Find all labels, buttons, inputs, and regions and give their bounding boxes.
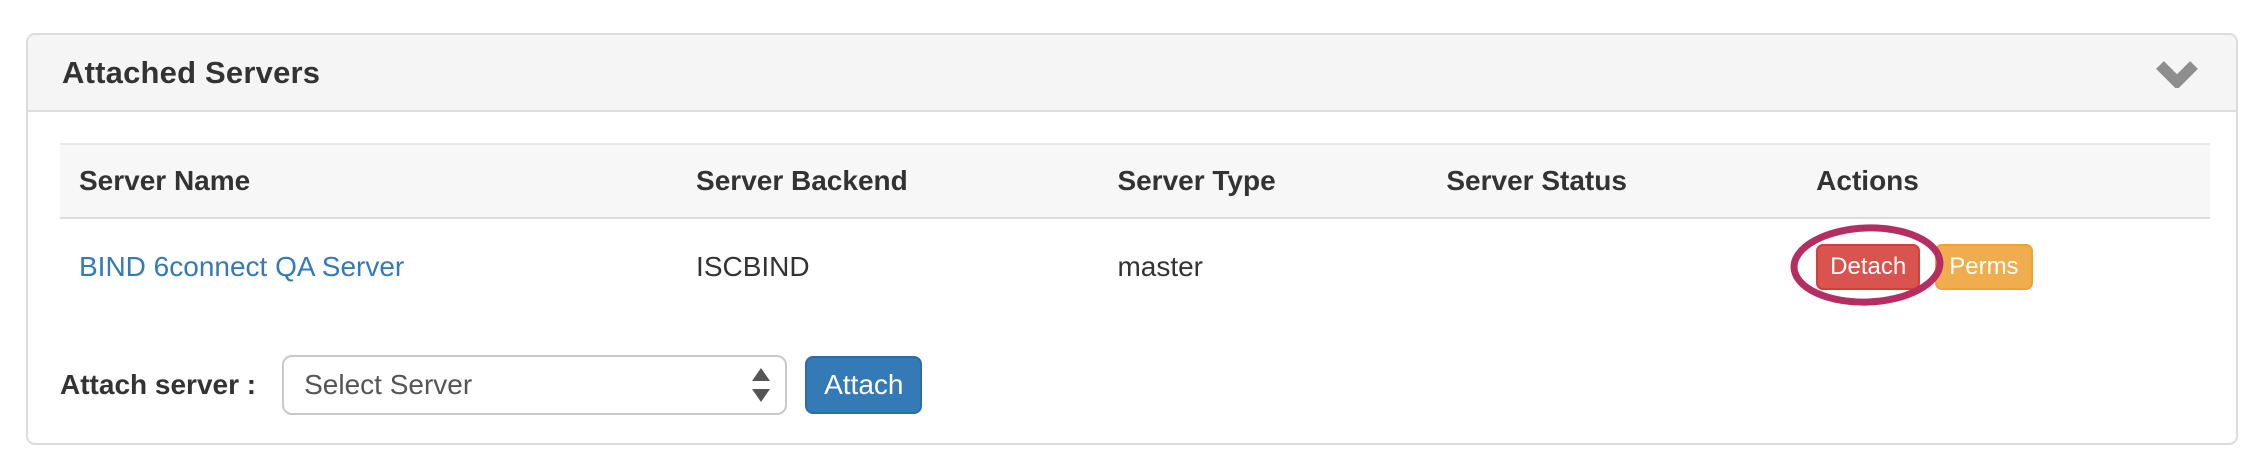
- table-row: BIND 6connect QA Server ISCBIND master D…: [60, 218, 2210, 315]
- server-select-value: Select Server: [304, 369, 473, 400]
- server-select[interactable]: Select Server: [282, 355, 788, 415]
- panel-body: Server Name Server Backend Server Type S…: [28, 112, 2236, 415]
- attached-servers-panel: Attached Servers Server Name Server Back…: [26, 33, 2238, 445]
- chevron-down-icon[interactable]: [2154, 58, 2200, 88]
- column-header-server-name: Server Name: [60, 143, 678, 219]
- perms-button[interactable]: Perms: [1935, 244, 2033, 290]
- server-name-link[interactable]: BIND 6connect QA Server: [79, 251, 405, 282]
- panel-title: Attached Servers: [62, 54, 321, 90]
- attach-server-label: Attach server :: [60, 369, 257, 400]
- column-header-server-status: Server Status: [1427, 143, 1798, 219]
- column-header-server-backend: Server Backend: [677, 143, 1099, 219]
- panel-heading: Attached Servers: [28, 35, 2236, 112]
- attach-server-row: Attach server : Select Server Attach: [60, 355, 2210, 415]
- cell-server-name: BIND 6connect QA Server: [60, 218, 677, 315]
- detach-button[interactable]: Detach: [1816, 244, 1921, 290]
- column-header-actions: Actions: [1797, 143, 2210, 219]
- cell-server-backend: ISCBIND: [696, 251, 810, 282]
- table-header-row: Server Name Server Backend Server Type S…: [60, 143, 2210, 219]
- actions-group: Detach Perms: [1790, 224, 2033, 306]
- attach-button[interactable]: Attach: [805, 356, 923, 414]
- cell-server-type: master: [1117, 251, 1204, 282]
- cell-server-status: [1427, 218, 1797, 315]
- cell-actions: Detach Perms: [1790, 218, 2210, 315]
- up-down-arrows-icon: [752, 368, 771, 402]
- attached-servers-table: Server Name Server Backend Server Type S…: [60, 143, 2210, 315]
- column-header-server-type: Server Type: [1098, 143, 1428, 219]
